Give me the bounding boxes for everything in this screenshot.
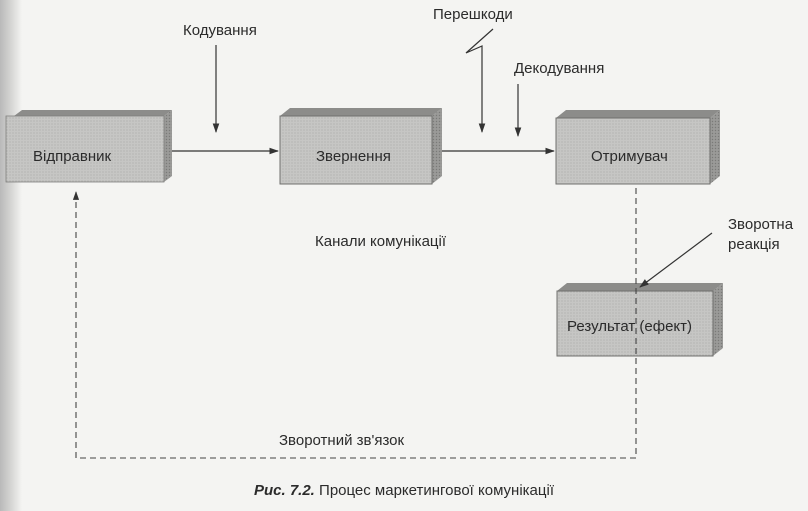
response-arrow [639, 232, 713, 288]
noise-lightning-arrow [465, 28, 494, 133]
message-label: Звернення [316, 148, 391, 165]
receiver-box [555, 110, 720, 185]
feedback-loop-line [72, 188, 637, 459]
channels-label: Канали комунікації [315, 233, 447, 250]
decoding-label: Декодування [514, 60, 605, 77]
result-box [556, 283, 723, 357]
receiver-label: Отримувач [591, 148, 668, 165]
message-box [279, 108, 442, 185]
figure-caption: Рис. 7.2. Процес маркетингової комунікац… [0, 482, 808, 499]
sender-label: Відправник [33, 148, 112, 165]
result-label: Результат (ефект) [567, 318, 693, 335]
feedback-label: Зворотний зв'язок [279, 432, 405, 449]
figure-number: Рис. 7.2. [253, 482, 315, 499]
response-label-line2: реакція [728, 236, 780, 253]
encoding-label: Кодування [183, 22, 257, 39]
noise-label: Перешкоди [433, 6, 513, 23]
figure-title: Процес маркетингової комунікації [319, 482, 554, 499]
sender-box [5, 110, 172, 183]
response-label-line1: Зворотна [728, 216, 794, 233]
